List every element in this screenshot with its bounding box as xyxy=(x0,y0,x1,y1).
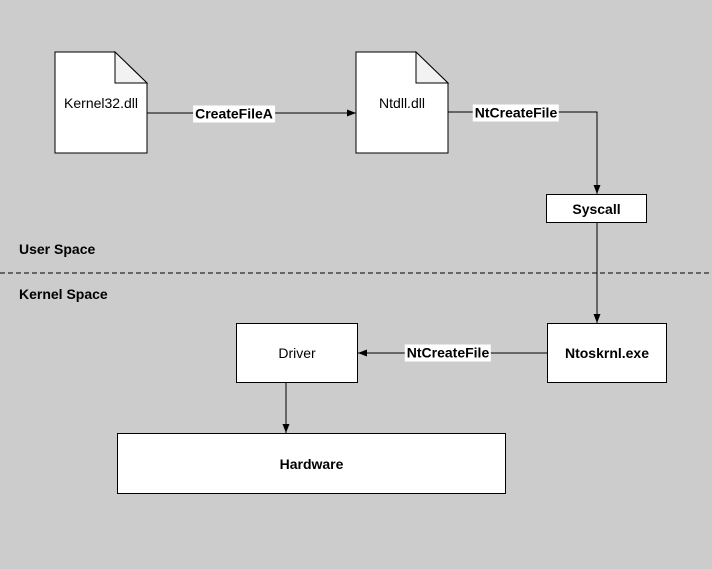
edge-createfilea-label: CreateFileA xyxy=(193,105,275,123)
edge-ntcreatefile-user-arrow xyxy=(448,111,601,194)
edge-ntcreatefile-user-label: NtCreateFile xyxy=(472,104,560,122)
node-syscall: Syscall xyxy=(546,194,647,223)
user-space-region-label: User Space xyxy=(19,241,96,257)
node-ntoskrnl: Ntoskrnl.exe xyxy=(547,323,667,383)
node-ntdll-label: Ntdll.dll xyxy=(379,94,425,111)
node-hardware: Hardware xyxy=(117,433,506,494)
document-fold-corner-ntdll xyxy=(415,50,450,84)
document-fold-corner-kernel32 xyxy=(114,50,149,84)
node-kernel32-label: Kernel32.dll xyxy=(64,94,138,111)
edge-ntcreatefile-kernel-label: NtCreateFile xyxy=(404,344,492,362)
document-shape-kernel32 xyxy=(54,50,149,154)
document-shape-ntdll xyxy=(355,50,450,154)
kernel-space-region-label: Kernel Space xyxy=(19,286,108,302)
node-driver: Driver xyxy=(236,323,358,383)
